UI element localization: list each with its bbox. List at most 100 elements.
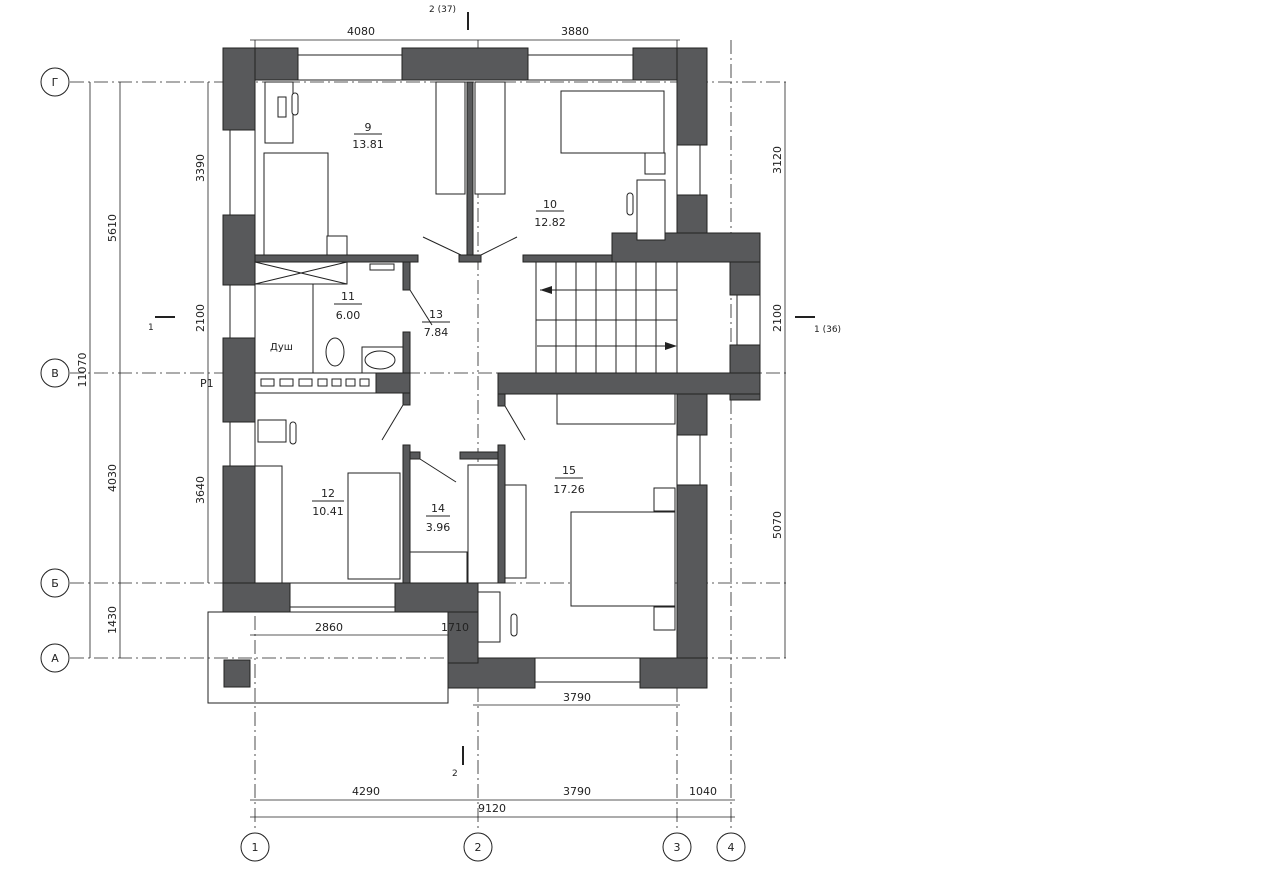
room-area: 7.84 — [424, 326, 449, 339]
door-swing — [419, 458, 457, 483]
duct-cell — [331, 378, 342, 387]
axis-bubble-v: В — [40, 358, 70, 388]
door-swing — [409, 289, 433, 326]
axis-label: 1 — [252, 841, 259, 854]
dim-left-outer: 11070 — [76, 353, 89, 388]
duct-cell — [317, 378, 328, 387]
room-number: 9 — [365, 121, 372, 134]
dim-bottom-inner-3: 3790 — [563, 691, 591, 704]
bed — [263, 152, 329, 256]
door-swing — [422, 236, 462, 256]
bed — [560, 90, 665, 154]
section-label-right: 1 (36) — [814, 325, 841, 335]
wall — [676, 393, 708, 436]
wall — [639, 657, 708, 689]
axis-bubble-4: 4 — [716, 832, 746, 862]
axis-label: Г — [52, 76, 59, 89]
dim-bottom-inner-1: 2860 — [315, 621, 343, 634]
toilet — [325, 337, 345, 367]
wardrobe — [474, 81, 506, 195]
desk — [257, 419, 287, 443]
dim-left-inner-3: 3640 — [194, 476, 207, 504]
dim-left-inner-1: 3390 — [194, 154, 207, 182]
wall — [222, 582, 291, 613]
towel-rail — [369, 263, 395, 271]
dim-right-2: 2100 — [771, 304, 784, 332]
axis-label: В — [51, 367, 59, 380]
wall — [466, 81, 474, 263]
duct-cells — [260, 378, 370, 387]
dim-left-mid-3: 1430 — [106, 606, 119, 634]
wardrobe — [435, 81, 466, 195]
wall — [458, 254, 482, 263]
wall — [729, 261, 761, 296]
bed — [570, 511, 676, 607]
room-area: 13.81 — [352, 138, 384, 151]
sink — [364, 350, 396, 370]
door-swing — [381, 404, 404, 441]
room-area: 10.41 — [312, 505, 344, 518]
window — [534, 657, 641, 683]
window — [527, 54, 634, 81]
axis-bubble-1: 1 — [240, 832, 270, 862]
wall — [254, 254, 419, 263]
room-9-label: 913.81 — [352, 121, 384, 151]
wall — [402, 261, 411, 291]
wall — [459, 451, 501, 460]
dim-total: 9120 — [478, 802, 506, 815]
window — [736, 294, 761, 346]
column — [223, 659, 251, 688]
dim-left-inner-2: 2100 — [194, 304, 207, 332]
room-14-label: 143.96 — [426, 502, 451, 534]
room-number: 11 — [341, 290, 355, 303]
axis-label: А — [51, 652, 59, 665]
window — [676, 434, 701, 486]
door-swing — [504, 405, 526, 441]
section-marks: 2 (37) 2 1 1 (36) — [148, 5, 841, 779]
dim-right-1: 3120 — [771, 146, 784, 174]
dim-chain-1: 4290 — [352, 785, 380, 798]
room-11-label: 116.00 — [334, 290, 362, 322]
stair-outline — [535, 261, 678, 374]
wall — [522, 254, 613, 263]
wall — [222, 337, 256, 423]
dim-right-3: 5070 — [771, 511, 784, 539]
staircase — [535, 261, 678, 374]
duct-cell — [279, 378, 294, 387]
tv-stand — [504, 484, 527, 579]
door-swing — [480, 236, 518, 256]
wall — [394, 582, 479, 613]
wardrobe — [556, 393, 676, 425]
dim-top-1: 4080 — [347, 25, 375, 38]
duct-cell — [359, 378, 370, 387]
nightstand — [326, 235, 348, 256]
wall — [401, 47, 529, 81]
axis-bubble-2: 2 — [463, 832, 493, 862]
wall — [497, 444, 506, 584]
window — [229, 129, 256, 216]
chair — [510, 613, 518, 637]
desk — [477, 591, 501, 643]
window — [297, 54, 403, 81]
riser-label: Р1 — [200, 377, 214, 390]
axis-bubble-3: 3 — [662, 832, 692, 862]
wardrobe — [467, 464, 499, 584]
window — [289, 582, 396, 608]
chair — [289, 421, 297, 445]
wall — [676, 484, 708, 689]
dim-bottom-inner-2: 1710 — [441, 621, 469, 634]
dim-left-mid-1: 5610 — [106, 214, 119, 242]
room-number: 14 — [431, 502, 445, 515]
desk — [636, 179, 666, 241]
ventilation-duct — [254, 372, 377, 394]
shower-cabin — [254, 283, 314, 374]
room-area: 3.96 — [426, 521, 451, 534]
wardrobe — [254, 465, 283, 584]
nightstand — [644, 152, 666, 175]
wall — [222, 214, 256, 286]
room-number: 10 — [543, 198, 557, 211]
duct-cell — [298, 378, 313, 387]
chair — [291, 92, 299, 116]
